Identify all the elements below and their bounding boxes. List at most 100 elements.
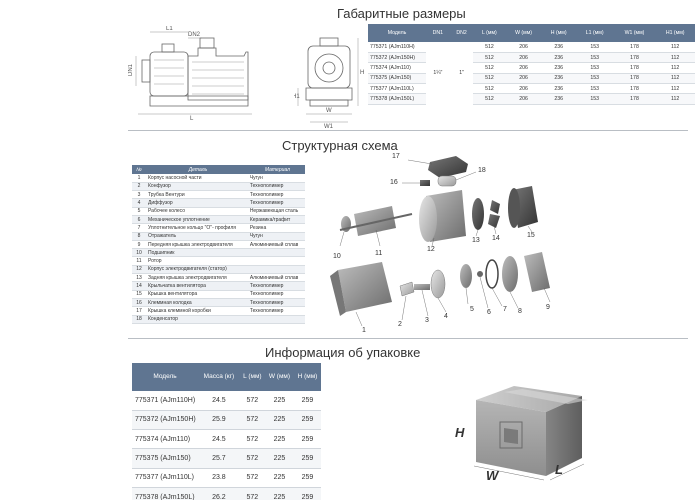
dim-cell-w1: 178 (613, 42, 656, 53)
dim-cell-l1: 153 (575, 93, 614, 105)
dimensions-title: Габаритные размеры (337, 6, 466, 21)
callout-10: 10 (333, 253, 341, 260)
pack-cell-model: 775375 (AJm150) (132, 448, 198, 469)
pack-cell-w: 225 (264, 487, 294, 500)
parts-header-num: № (132, 165, 146, 174)
pack-header-h: H (мм) (293, 363, 321, 391)
parts-cell-material (247, 265, 305, 275)
pack-cell-w: 225 (264, 448, 294, 469)
dim-cell-w: 206 (505, 83, 542, 95)
parts-cell-material: Чугун (247, 232, 305, 241)
dim-cell-l1: 153 (575, 52, 614, 64)
parts-cell-part: Передняя крышка электродвигателя (146, 240, 248, 250)
pack-cell-h: 259 (293, 487, 321, 500)
dim-cell-h: 236 (541, 73, 576, 85)
pack-cell-model: 775377 (AJm110L) (132, 468, 198, 488)
dim-header-dn2: DN2 (449, 24, 474, 42)
pack-header-mass: Масса (кг) (198, 363, 240, 391)
pack-cell-h: 259 (293, 429, 321, 450)
parts-cell-part: Уплотнительное кольцо "O"- профиля (146, 223, 248, 233)
dim-cell-w: 206 (505, 93, 542, 105)
callout-11: 11 (375, 250, 383, 257)
dim-cell-h1: 112 (655, 73, 695, 85)
dim-cell-w1: 178 (613, 93, 656, 105)
parts-cell-num: 18 (132, 315, 146, 324)
callout-17: 17 (392, 153, 400, 160)
pack-cell-w: 225 (264, 468, 294, 488)
parts-cell-part: Клеммная колодка (146, 298, 248, 308)
parts-cell-part: Задняя крышка электродвигателя (146, 273, 248, 283)
dim-cell-l1: 153 (575, 83, 614, 95)
dim-cell-w: 206 (505, 42, 542, 53)
dim-cell-l: 512 (473, 62, 506, 74)
pack-cell-model: 775371 (AJm110H) (132, 391, 198, 411)
dim-cell-w: 206 (505, 52, 542, 64)
dim-dn1-label: DN1 (128, 63, 134, 76)
callout-14: 14 (492, 235, 500, 242)
parts-cell-part: Конденсатор (146, 315, 248, 324)
parts-cell-num: 8 (132, 232, 146, 241)
dim-cell-w1: 178 (613, 52, 656, 64)
parts-cell-num: 2 (132, 182, 146, 192)
dim-cell-l: 512 (473, 42, 506, 53)
dim-header-h: H (мм) (541, 24, 576, 42)
parts-cell-material: Нержавеющая сталь (247, 207, 305, 217)
exploded-view-drawing (330, 156, 551, 327)
callout-7: 7 (503, 306, 507, 313)
pack-cell-mass: 25.9 (198, 410, 240, 431)
parts-cell-material: Технополимер (247, 281, 305, 291)
dim-cell-l1: 153 (575, 73, 614, 85)
pack-cell-h: 259 (293, 468, 321, 488)
parts-cell-material (247, 315, 305, 324)
parts-cell-num: 1 (132, 174, 146, 183)
dim-dn2-label: DN2 (188, 32, 201, 38)
dim-header-model: Модель (368, 24, 426, 42)
parts-cell-num: 3 (132, 190, 146, 200)
parts-cell-material: Технополимер (247, 198, 305, 208)
dim-cell-w1: 178 (613, 73, 656, 85)
dim-cell-h: 236 (541, 62, 576, 74)
box-w-label: W (486, 468, 499, 483)
pack-cell-l: 572 (239, 391, 265, 411)
pack-header-l: L (мм) (239, 363, 265, 391)
callout-16: 16 (390, 179, 398, 186)
pack-cell-h: 259 (293, 410, 321, 431)
parts-cell-num: 17 (132, 306, 146, 316)
parts-cell-num: 13 (132, 273, 146, 283)
parts-cell-material: Технополимер (247, 306, 305, 316)
parts-cell-material (247, 248, 305, 258)
dim-cell-model: 775371 (AJm110H) (368, 42, 426, 53)
parts-cell-num: 12 (132, 265, 146, 275)
callout-9: 9 (546, 304, 550, 311)
dim-header-h1: H1 (мм) (655, 24, 695, 42)
box-l-label: L (555, 462, 563, 477)
parts-cell-num: 14 (132, 281, 146, 291)
packaging-title: Информация об упаковке (265, 345, 421, 360)
callout-5: 5 (470, 306, 474, 313)
dim-cell-w1: 178 (613, 62, 656, 74)
callout-13: 13 (472, 237, 480, 244)
parts-cell-part: Крыльчатка вентилятора (146, 281, 248, 291)
dim-cell-l: 512 (473, 73, 506, 85)
dim-cell-h1: 112 (655, 52, 695, 64)
parts-cell-part: Рабочее колесо (146, 207, 248, 217)
dim-cell-model: 775372 (AJm150H) (368, 52, 426, 64)
parts-cell-part: Крышка клеммной коробки (146, 306, 248, 316)
parts-cell-part: Отражатель (146, 232, 248, 241)
dim-cell-model: 775375 (AJm150) (368, 73, 426, 85)
parts-cell-material: Чугун (247, 174, 305, 183)
dim-h-label: H (360, 70, 364, 76)
parts-cell-material: Резина (247, 223, 305, 233)
